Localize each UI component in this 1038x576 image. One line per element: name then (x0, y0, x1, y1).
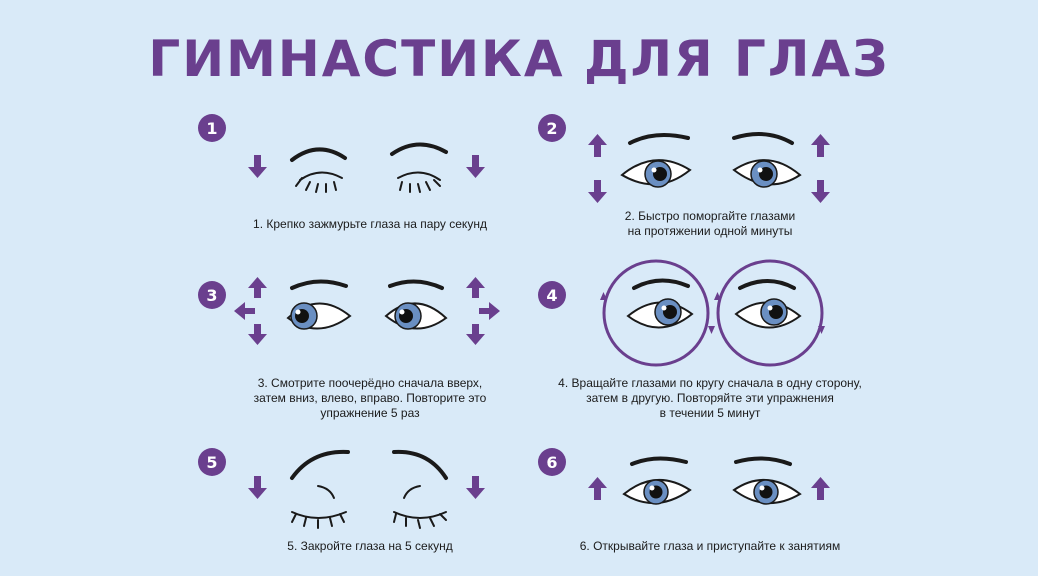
exercise-5-arrows (248, 476, 485, 499)
arrow-down-icon (588, 180, 607, 203)
rotate-arrow-icon (818, 326, 825, 334)
caption-line: упражнение 5 раз (320, 406, 420, 420)
caption-line: 4. Вращайте глазами по кругу сначала в о… (558, 376, 862, 390)
arrow-up-icon (811, 134, 830, 157)
arrow-down-icon (811, 180, 830, 203)
arrow-down-icon (466, 155, 485, 178)
caption-line: 6. Открывайте глаза и приступайте к заня… (579, 539, 841, 553)
caption-line: на протяжении одной минуты (627, 224, 793, 238)
rotating-eye-icon (626, 278, 694, 329)
step-number-badge: 5 (198, 448, 226, 476)
open-eye-icon (620, 132, 692, 188)
caption-line: 1. Крепко зажмурьте глаза на пару секунд (253, 217, 487, 231)
closed-eye-left-icon (290, 449, 350, 529)
arrow-down-icon (248, 476, 267, 499)
exercise-6-illustration (622, 456, 802, 505)
exercise-5-caption: 5. Закройте глаза на 5 секунд (205, 539, 535, 554)
caption-line: в течении 5 минут (659, 406, 761, 420)
arrow-down-icon (248, 155, 267, 178)
arrow-right-icon (479, 302, 500, 320)
step-number-badge: 2 (538, 114, 566, 142)
exercise-1-arrows (248, 155, 485, 178)
closed-eye-right-icon (392, 449, 448, 529)
step-number-badge: 4 (538, 281, 566, 309)
arrow-up-icon (248, 277, 267, 298)
arrow-down-icon (248, 324, 267, 345)
rotate-arrow-icon (708, 326, 715, 334)
arrow-up-icon (588, 477, 607, 500)
step-number-badge: 6 (538, 448, 566, 476)
exercise-2-arrows (588, 134, 830, 203)
exercise-3-arrows (234, 277, 500, 345)
caption-line: затем вниз, влево, вправо. Повторите это (253, 391, 487, 405)
arrow-up-icon (466, 277, 485, 298)
exercise-4-caption: 4. Вращайте глазами по кругу сначала в о… (545, 376, 875, 421)
exercise-2-caption: 2. Быстро поморгайте глазами на протяжен… (545, 209, 875, 239)
open-eye-icon (732, 456, 802, 505)
exercise-2-illustration (620, 132, 802, 188)
exercise-3-caption: 3. Смотрите поочерёдно сначала вверх, за… (205, 376, 535, 421)
rotate-arrow-icon (600, 292, 607, 300)
arrow-down-icon (466, 324, 485, 345)
page-title: ГИМНАСТИКА ДЛЯ ГЛАЗ (148, 30, 890, 88)
looking-left-eye-icon (384, 279, 448, 330)
open-eye-icon (622, 456, 692, 505)
arrow-down-icon (466, 476, 485, 499)
exercise-4-illustration (600, 259, 825, 367)
arrow-up-icon (588, 134, 607, 157)
looking-left-eye-icon (286, 279, 352, 330)
caption-line: 5. Закройте глаза на 5 секунд (287, 539, 453, 553)
rotating-eye-icon (734, 279, 802, 329)
exercise-1-illustration (290, 142, 448, 193)
rotate-arrow-icon (714, 292, 721, 300)
arrow-left-icon (234, 302, 255, 320)
arrow-up-icon (811, 477, 830, 500)
closed-eye-left-icon (290, 147, 347, 193)
caption-line: затем в другую. Повторяйте эти упражнени… (586, 391, 834, 405)
exercise-3-illustration (286, 279, 448, 330)
open-eye-icon (732, 132, 802, 188)
caption-line: 2. Быстро поморгайте глазами (624, 209, 796, 223)
step-number-badge: 1 (198, 114, 226, 142)
exercise-6-caption: 6. Открывайте глаза и приступайте к заня… (545, 539, 875, 554)
exercise-6-arrows (588, 477, 830, 500)
exercise-1-caption: 1. Крепко зажмурьте глаза на пару секунд (205, 217, 535, 232)
exercise-5-illustration (290, 449, 448, 529)
step-number-badge: 3 (198, 281, 226, 309)
closed-eye-right-icon (390, 142, 448, 193)
caption-line: 3. Смотрите поочерёдно сначала вверх, (257, 376, 483, 390)
